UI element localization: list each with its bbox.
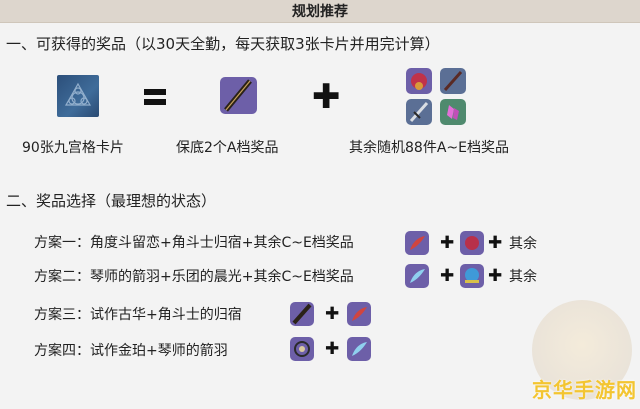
sword-icon (440, 68, 466, 94)
plus-sign: ✚ (440, 233, 455, 253)
artifact-feather-icon (347, 302, 371, 326)
section2-title: 二、奖品选择（最理想的状态） (6, 192, 217, 210)
page-title: 规划推荐 (292, 4, 348, 20)
nine-grid-card-icon (57, 75, 99, 117)
catalyst-icon (290, 337, 314, 361)
plus-sign: ✚ (440, 266, 455, 286)
page-header: 规划推荐 (0, 0, 640, 23)
equals-sign (144, 99, 166, 105)
guarantee-label: 保底2个A档奖品 (176, 140, 279, 156)
equals-sign (144, 89, 166, 95)
plus-sign: ✚ (488, 266, 503, 286)
mascot-avatar (532, 300, 632, 400)
plus-sign: ✚ (488, 233, 503, 253)
plus-sign: ✚ (325, 304, 340, 324)
crystal-icon (440, 99, 466, 125)
plan-1: 方案一：角度斗留恋+角斗士归宿+其余C~E档奖品 (34, 235, 354, 251)
rest-label: 其余 (509, 236, 537, 252)
plan-3: 方案三：试作古华+角斗士的归宿 (34, 307, 242, 323)
rest-label: 其余 (509, 269, 537, 285)
card-label: 90张九宫格卡片 (22, 140, 124, 156)
artifact-flower-icon (460, 231, 484, 255)
plan-4: 方案四：试作金珀+琴师的箭羽 (34, 343, 228, 359)
artifact-feather-icon (347, 337, 371, 361)
artifact-feather-icon (405, 231, 429, 255)
random-rewards-label: 其余随机88件A~E档奖品 (349, 140, 509, 156)
weapon-icon (220, 77, 257, 114)
weapon-icon (290, 302, 314, 326)
sword-icon (406, 99, 432, 125)
plus-sign: ✚ (312, 77, 341, 117)
artifact-flower-icon (406, 68, 432, 94)
section1-title: 一、可获得的奖品（以30天全勤，每天获取3张卡片并用完计算） (6, 35, 440, 53)
plus-sign: ✚ (325, 339, 340, 359)
artifact-feather-icon (405, 264, 429, 288)
artifact-flower-icon (460, 264, 484, 288)
plan-2: 方案二：琴师的箭羽+乐团的晨光+其余C~E档奖品 (34, 269, 354, 285)
watermark: 京华手游网 (532, 378, 637, 402)
